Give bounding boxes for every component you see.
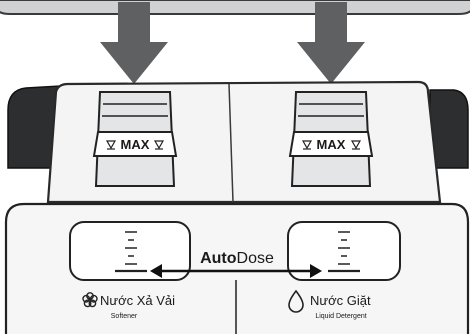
flower-icon: [82, 292, 98, 308]
max-label-right: MAX: [317, 137, 346, 152]
detergent-name: Nước Giặt: [310, 293, 371, 308]
autodose-logo-prefix: Auto: [200, 250, 237, 267]
max-insert-right: [288, 91, 374, 187]
arrow-left-down-icon: [100, 2, 168, 84]
surface-divider: [228, 83, 234, 203]
max-insert-left: [92, 91, 178, 187]
autodose-logo: AutoDose: [200, 250, 274, 267]
top-bar: [0, 0, 470, 15]
compartment-window-right: [287, 221, 401, 281]
autodose-connector-arrow: [150, 264, 322, 278]
max-label-left: MAX: [121, 137, 150, 152]
right-shoulder: [429, 89, 469, 169]
drop-icon: [288, 289, 304, 313]
softener-subtitle: Softener: [111, 313, 138, 320]
level-gauge-left: [115, 231, 147, 273]
autodose-logo-suffix: Dose: [237, 250, 274, 267]
softener-name: Nước Xả Vải: [100, 293, 175, 308]
level-gauge-right: [328, 231, 360, 273]
left-shoulder: [7, 85, 61, 169]
detergent-subtitle: Liquid Detergent: [315, 313, 366, 320]
arrow-right-down-icon: [297, 2, 365, 84]
